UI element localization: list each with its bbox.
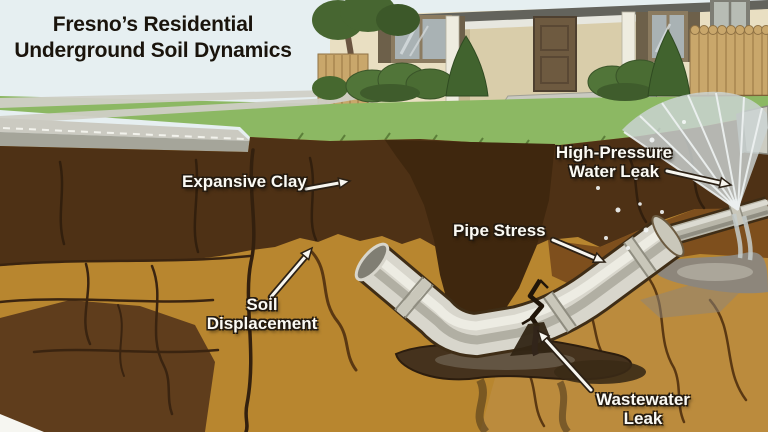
corner-sliver [0, 414, 44, 432]
title-line-2: Underground Soil Dynamics [14, 39, 292, 62]
label-line: Soil [246, 295, 278, 314]
label-pipe-stress: Pipe Stress [453, 221, 546, 240]
title-line-1: Fresno’s Residential [52, 13, 254, 36]
soil-displacement-arrow [267, 246, 314, 301]
label-line: Displacement [206, 314, 318, 333]
label-soil-displacement: Soil Displacement [182, 295, 342, 333]
pipe-reducer [651, 215, 685, 257]
leak-puddle-right [640, 252, 768, 318]
front-door [533, 16, 577, 92]
page-title: Fresno’s Residential Underground Soil Dy… [0, 12, 306, 64]
expansive-clay-layer [0, 114, 768, 266]
displacement-crack [308, 248, 358, 372]
clay-wedge [385, 140, 555, 345]
label-line: Wastewater [596, 390, 690, 409]
expansive-clay-arrow [302, 177, 352, 193]
label-high-pressure-water-leak: High-Pressure Water Leak [543, 143, 685, 181]
spray-droplets [596, 120, 686, 250]
label-line: High-Pressure [555, 143, 673, 162]
walkway-lower [0, 92, 370, 124]
shrub-cone [647, 28, 691, 97]
label-wastewater-leak: Wastewater Leak [583, 390, 703, 428]
corner-crack [244, 148, 256, 432]
curb-top [0, 118, 250, 141]
wastewater-leak-arrow [536, 329, 595, 394]
water-spray [596, 91, 768, 261]
soil-block-dark [0, 300, 215, 432]
label-expansive-clay: Expansive Clay [182, 172, 307, 191]
shrub-cone [445, 35, 489, 97]
pipe-collars [394, 236, 657, 333]
fence-right [689, 25, 768, 98]
walkway-upper [0, 89, 370, 108]
pipe-crack [510, 278, 556, 357]
label-line: Leak [623, 409, 663, 428]
curb-marking [2, 127, 245, 140]
sewer-pipe [354, 196, 768, 359]
pipe-end-cap [354, 242, 390, 282]
label-line: Water Leak [568, 162, 660, 181]
pipe-stress-arrow [549, 236, 607, 264]
service-pipe [664, 196, 768, 247]
bushes [312, 28, 691, 103]
high-pressure-water-leak-arrow [663, 167, 733, 189]
shutter [636, 12, 648, 62]
falling-water [731, 213, 753, 261]
callout-arrows [267, 167, 733, 394]
